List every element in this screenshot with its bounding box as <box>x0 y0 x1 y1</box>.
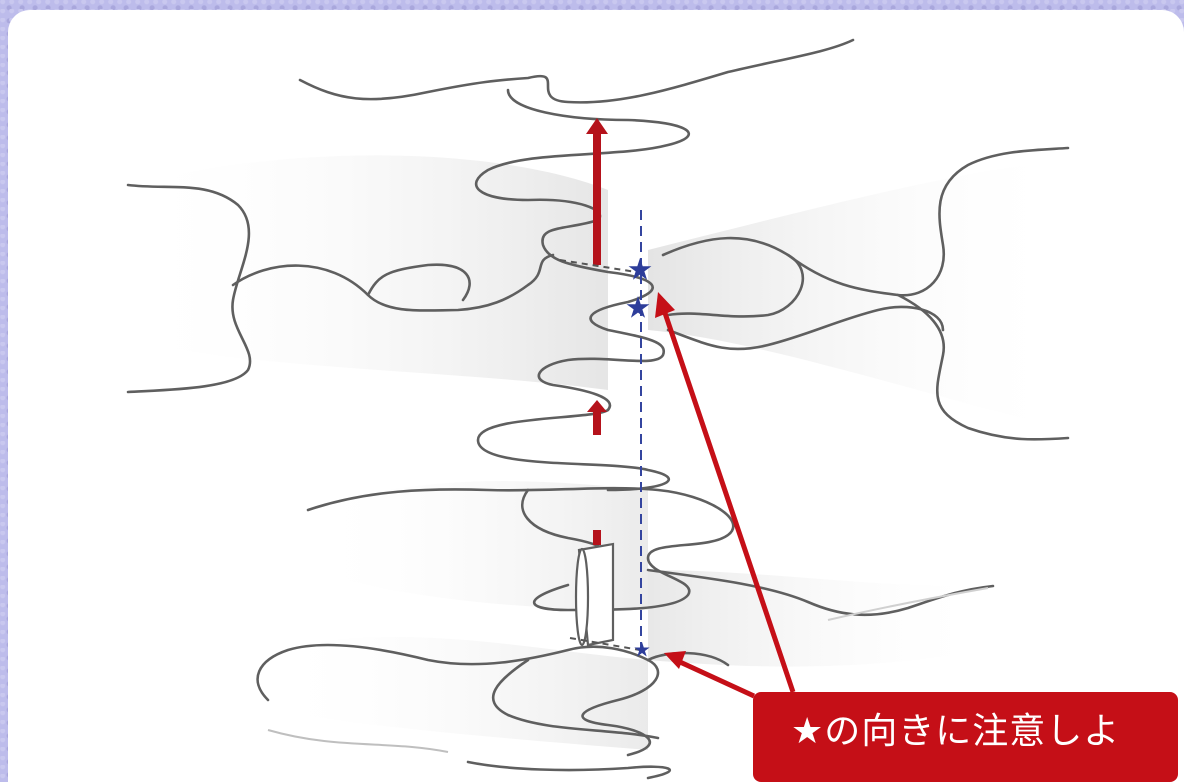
faint-swirl <box>267 729 449 753</box>
star-markers <box>626 258 652 657</box>
star-icon-lower <box>634 642 650 657</box>
diagram-panel: ★の向きに注意しよ <box>8 10 1184 782</box>
callout-box: ★の向きに注意しよ <box>753 692 1178 782</box>
callout-pointers <box>655 292 796 699</box>
arrow-mid-head <box>587 400 607 412</box>
shading <box>128 155 1068 750</box>
sheet-outlines <box>126 38 1070 780</box>
star-icon-middle <box>626 296 650 318</box>
pointer-head-upper <box>655 292 675 318</box>
spiral-sheet-diagram <box>126 38 1070 780</box>
cylinder-device <box>574 542 615 647</box>
dashed-guides <box>559 210 642 651</box>
faint-swirl-right <box>827 587 989 621</box>
star-icon-upper <box>628 258 652 280</box>
red-upward-arrows <box>586 118 608 545</box>
pointer-to-lower-star <box>678 659 756 699</box>
upper-dashed-line <box>559 259 637 273</box>
lower-dashed-line <box>569 637 641 651</box>
pointer-to-upper-star <box>661 309 796 693</box>
callout-text: ★の向きに注意しよ <box>791 711 1121 752</box>
arrow-top-head <box>586 118 608 134</box>
pointer-head-lower <box>664 651 686 669</box>
